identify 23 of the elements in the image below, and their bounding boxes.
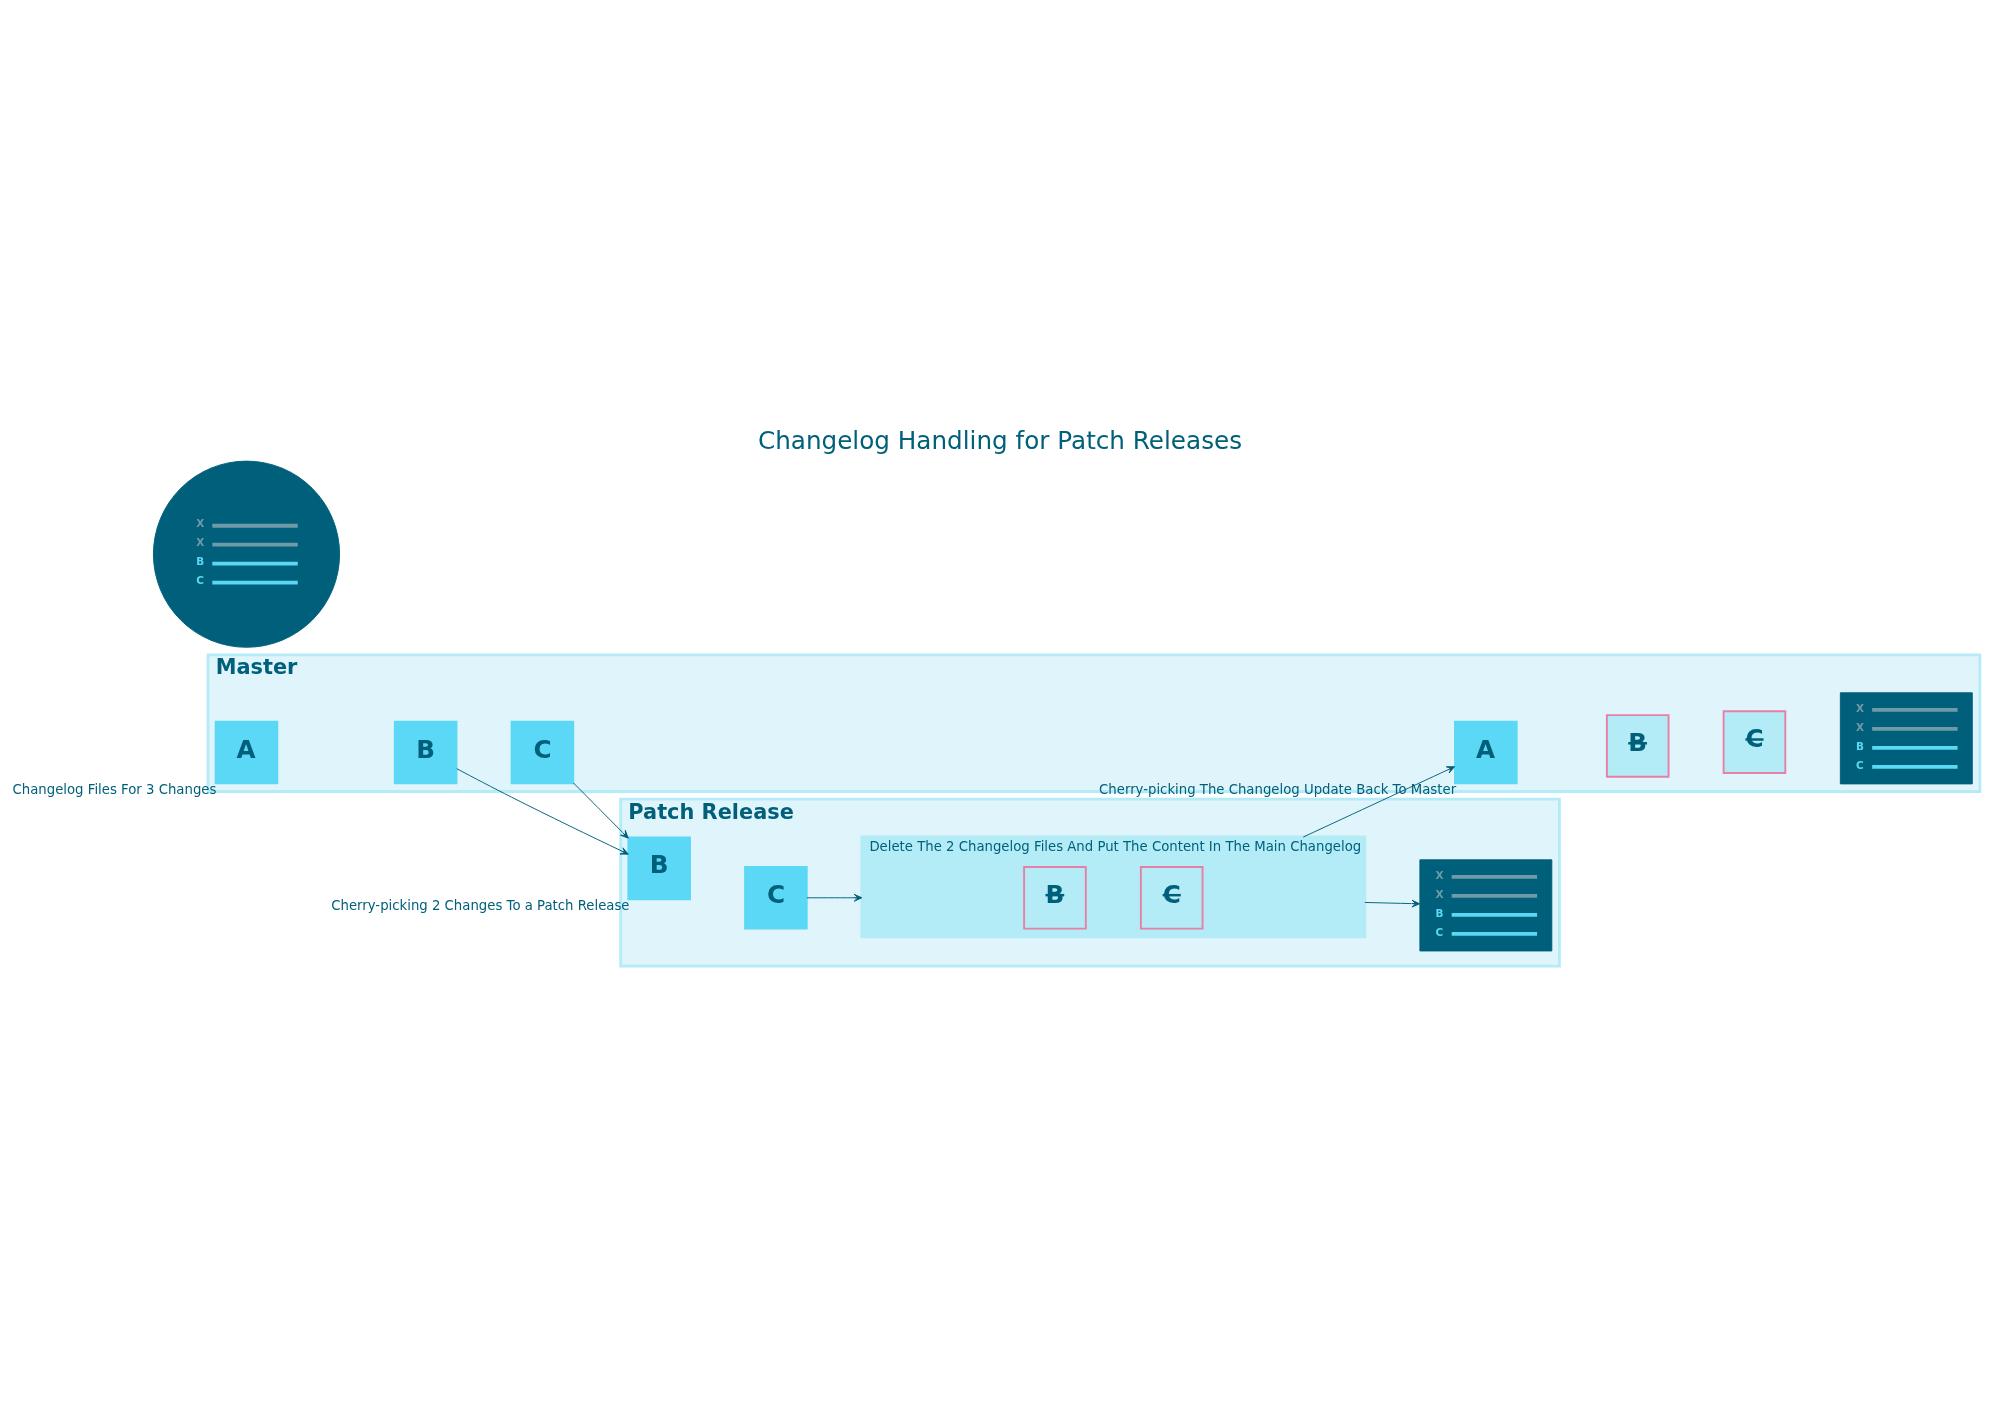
node-box: X X B C	[1839, 692, 1973, 785]
node-box: A	[1454, 720, 1518, 785]
arrow	[806, 893, 863, 902]
node-box: B	[627, 836, 691, 901]
node-label: Changelog Files For 3 Changes	[12, 782, 217, 798]
diagram-title: Changelog Handling for Patch Releases	[757, 426, 1243, 456]
node-box: B	[393, 720, 458, 785]
node-box: B	[1605, 714, 1670, 778]
node-label: Cherry-picking 2 Changes To a Patch Release	[331, 897, 630, 913]
arrow	[456, 768, 629, 855]
arrow	[1364, 899, 1421, 908]
arrow	[573, 782, 629, 839]
cluster	[860, 835, 1367, 939]
node-box: C	[1722, 710, 1787, 774]
node-box: X X B C	[1419, 859, 1553, 952]
node-box: C	[1139, 866, 1204, 930]
arrow	[1302, 766, 1456, 838]
node-box: C	[510, 720, 575, 785]
node-box: C	[744, 866, 808, 930]
node-box: A	[214, 720, 279, 785]
node-circle: X X B C	[152, 460, 341, 648]
node-label: Delete The 2 Changelog Files And Put The Content In The Main Changelog	[869, 839, 1362, 855]
node-box: B	[1023, 866, 1087, 930]
